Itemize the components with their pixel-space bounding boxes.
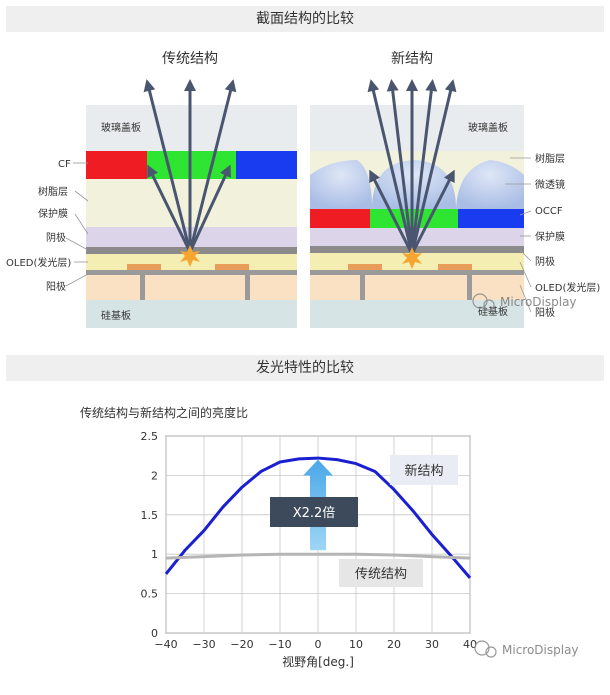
cf-red <box>86 151 147 179</box>
y-tick-label: 2.5 <box>141 430 159 443</box>
label-microlens: 微透镜 <box>535 178 565 191</box>
watermark: MicroDisplay <box>472 293 577 311</box>
label-protect: 保护膜 <box>38 207 68 220</box>
new-structure-stack <box>310 79 524 328</box>
ratio-annotation: X2.2倍 <box>293 506 336 521</box>
section-header-cross-section: 截面结构的比较 <box>6 6 604 32</box>
legend-label-traditional: 传统结构 <box>355 567 407 582</box>
right-leader-lines <box>505 157 532 313</box>
label-anode: 阳极 <box>46 280 66 293</box>
occf-red <box>310 209 370 228</box>
metal-line <box>310 270 524 275</box>
traditional-stack <box>86 79 297 328</box>
watermark-text: MicroDisplay <box>500 295 577 309</box>
label-oled: OLED(发光层) <box>6 256 71 269</box>
legend-label-new: 新结构 <box>404 463 443 479</box>
x-tick-label: −40 <box>154 638 177 651</box>
cathode-layer <box>310 246 524 253</box>
x-tick-label: 40 <box>463 638 477 651</box>
label-cathode: 阴极 <box>46 231 66 244</box>
via <box>360 275 365 300</box>
chart-title: 传统结构与新结构之间的亮度比 <box>80 405 248 420</box>
emission-arrows <box>143 79 237 253</box>
via <box>140 275 145 300</box>
y-tick-label: 1.5 <box>141 509 159 522</box>
label-resin: 树脂层 <box>38 185 68 198</box>
substrate-layer <box>86 300 297 328</box>
anode-pad <box>348 264 382 270</box>
microlens <box>310 160 372 209</box>
label-substrate: 硅基板 <box>101 309 131 322</box>
via <box>245 275 250 300</box>
x-tick-label: 0 <box>315 638 322 651</box>
label-resin: 树脂层 <box>535 152 565 165</box>
y-tick-label: 1 <box>151 548 158 561</box>
label-occf: OCCF <box>535 206 563 217</box>
ratio-annotation-box <box>270 497 358 527</box>
left-diagram-title: 传统结构 <box>162 51 218 67</box>
x-tick-label: 20 <box>387 638 401 651</box>
label-cover: 玻璃盖板 <box>101 121 141 134</box>
watermark: MicroDisplay <box>474 640 579 658</box>
microlens <box>456 160 524 209</box>
y-tick-label: 0 <box>151 627 158 640</box>
left-labels: 玻璃盖板 CF 树脂层 保护膜 阴极 OLED(发光层) 阳极 硅基板 <box>6 121 141 322</box>
anode-pad <box>127 264 161 270</box>
via <box>467 275 472 300</box>
cf-blue <box>236 151 297 179</box>
section-title: 截面结构的比较 <box>256 11 354 27</box>
emission-star <box>180 245 200 267</box>
x-tick-label: −30 <box>192 638 215 651</box>
label-anode: 阳极 <box>535 306 555 319</box>
series-line-traditional <box>165 552 471 560</box>
series-line-new <box>164 456 472 579</box>
cover-glass-layer <box>310 105 524 151</box>
x-tick-label: 10 <box>349 638 363 651</box>
luminance-ratio-chart: −40 −30 −20 −10 0 10 20 30 40 0 0.5 1 1.5 2 2.5 视野角[deg… <box>141 430 478 669</box>
right-diagram-title: 新结构 <box>391 51 433 67</box>
anode-pad <box>438 264 472 270</box>
label-protect: 保护膜 <box>535 230 565 243</box>
x-tick-label: −10 <box>268 638 291 651</box>
y-tick-label: 2 <box>151 469 158 482</box>
section-title: 发光特性的比较 <box>256 360 354 376</box>
anode-pad <box>215 264 249 270</box>
x-tick-label: −20 <box>230 638 253 651</box>
section-header-emission: 发光特性的比较 <box>6 355 604 381</box>
x-axis-label: 视野角[deg.] <box>282 654 354 669</box>
y-tick-label: 0.5 <box>141 588 159 601</box>
left-leader-lines <box>65 162 89 287</box>
label-cathode: 阴极 <box>535 255 555 268</box>
label-cover: 玻璃盖板 <box>468 121 508 134</box>
legend-box-new <box>390 455 458 485</box>
label-oled: OLED(发光层) <box>535 281 600 294</box>
x-tick-label: 30 <box>425 638 439 651</box>
watermark-text: MicroDisplay <box>502 643 579 657</box>
label-cf: CF <box>58 159 71 170</box>
metal-line <box>86 270 297 275</box>
occf-blue <box>458 209 524 228</box>
emission-star <box>402 247 422 269</box>
legend-box-traditional <box>339 559 423 587</box>
emission-arrows <box>367 79 457 255</box>
substrate-layer <box>310 300 524 328</box>
